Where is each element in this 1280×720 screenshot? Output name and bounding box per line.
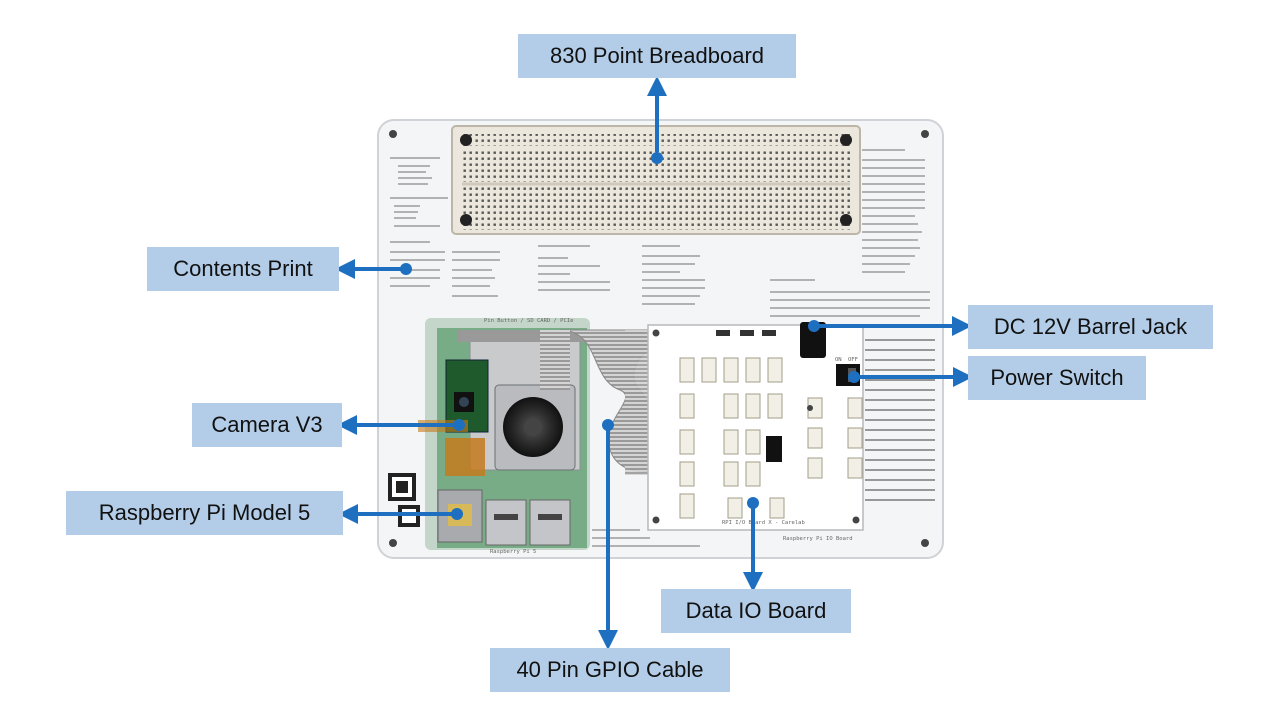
io-board [647, 322, 864, 531]
label-breadboard: 830 Point Breadboard [518, 34, 796, 78]
pi-print-label: Raspberry Pi 5 [490, 549, 536, 555]
dot-dc-jack [808, 320, 820, 332]
label-data-io: Data IO Board [661, 589, 851, 633]
label-camera: Camera V3 [192, 403, 342, 447]
base-board-name: Raspberry Pi IO Board [783, 536, 853, 542]
dot-gpio-cable [602, 419, 614, 431]
dot-breadboard [651, 152, 663, 164]
breadboard [451, 125, 861, 235]
dot-raspberry-pi [451, 508, 463, 520]
label-raspberry-pi: Raspberry Pi Model 5 [66, 491, 343, 535]
label-dc-jack: DC 12V Barrel Jack [968, 305, 1213, 349]
switch-on-label: ON [835, 357, 842, 363]
cooling-fan [494, 384, 576, 471]
pinout-table [865, 339, 935, 501]
dot-contents-print [400, 263, 412, 275]
io-board-name: RPI I/O Board X - Carelab [722, 520, 805, 526]
dot-power-switch [848, 371, 860, 383]
label-power-switch: Power Switch [968, 356, 1146, 400]
gpio-header-label: Pin Button / SD CARD / PCIe [484, 318, 573, 324]
label-contents-print: Contents Print [147, 247, 339, 291]
dot-camera [453, 419, 465, 431]
label-gpio-cable: 40 Pin GPIO Cable [490, 648, 730, 692]
dot-data-io [747, 497, 759, 509]
printed-contents [390, 149, 930, 547]
switch-off-label: OFF [848, 357, 858, 363]
